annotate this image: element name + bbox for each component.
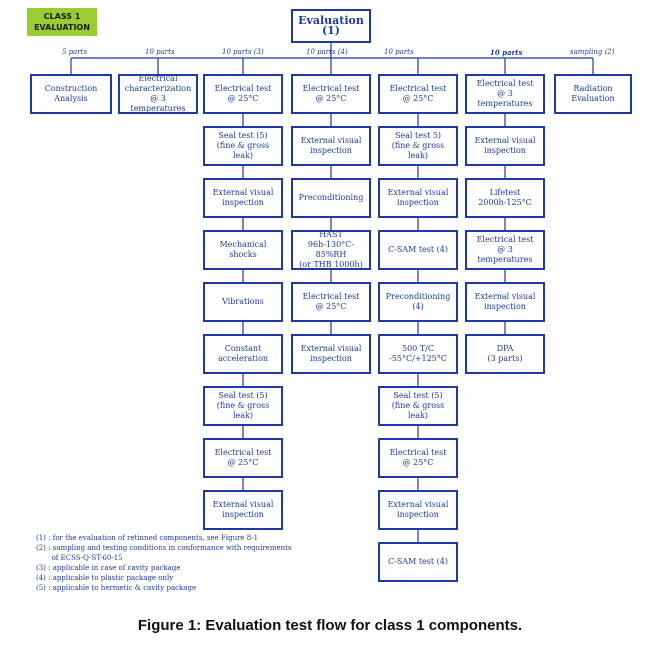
test-box: Lifetest 2000h-125°C [465,178,545,218]
test-box: Preconditioning [291,178,371,218]
test-box: Vibrations [203,282,283,322]
branch-label: 10 parts [384,48,414,56]
test-box-label: Preconditioning [298,193,364,202]
test-box: Electrical test @ 25°C [291,74,371,114]
test-box-label: Electrical test @ 3 temperatures [476,235,534,264]
footnote: (5) : applicable to hermetic & cavity pa… [36,584,197,592]
footnote: of ECSS-Q-ST-60-15 [36,554,123,562]
test-box-label: Electrical test @ 3 temperatures [476,79,534,108]
test-box-label: Construction Analysis [44,84,98,103]
branch-label: 10 parts (3) [222,48,264,56]
test-box: Mechanical shocks [203,230,283,270]
test-box-label: Seal test (5) (fine & gross leak) [216,391,270,420]
test-box: Construction Analysis [30,74,112,114]
test-box: Constant acceleration [203,334,283,374]
test-box: External visual inspection [378,490,458,530]
test-box: Electrical test @ 25°C [378,74,458,114]
test-box-label: Mechanical shocks [219,240,267,259]
test-box-label: Radiation Evaluation [571,84,615,103]
test-box: HAST 96h-130°C-85%RH (or THB 1000h) [291,230,371,270]
test-box: Electrical test @ 25°C [203,74,283,114]
test-box: Seal test 5) (fine & gross leak) [378,126,458,166]
test-box-label: Constant acceleration [217,344,269,363]
test-box: Electrical characterization @ 3 temperat… [118,74,198,114]
test-box: Electrical test @ 25°C [203,438,283,478]
badge-line-1: CLASS 1 [43,12,81,21]
test-box: External visual inspection [291,334,371,374]
test-box-label: External visual inspection [300,136,362,155]
test-box: 500 T/C -55°C/+125°C [378,334,458,374]
test-box: Electrical test @ 25°C [291,282,371,322]
branch-label: 10 parts [145,48,175,56]
footnote: (3) : applicable in case of cavity packa… [36,564,181,572]
branch-label: 10 parts [490,48,523,57]
test-box-label: External visual inspection [387,188,449,207]
test-box-label: Electrical test @ 25°C [214,448,272,467]
test-box: External visual inspection [465,282,545,322]
footnote: (4) : applicable to plastic package only [36,574,174,582]
test-box-label: HAST 96h-130°C-85%RH (or THB 1000h) [299,230,363,269]
root-label: Evaluation (1) [298,14,364,37]
test-box: Seal test (5) (fine & gross leak) [203,386,283,426]
class-badge: CLASS 1 EVALUATION [27,8,97,36]
test-box-label: Preconditioning (4) [385,292,451,311]
test-box: External visual inspection [203,490,283,530]
test-box: Electrical test @ 25°C [378,438,458,478]
footnotes: (1) : for the evaluation of retinned com… [36,533,366,593]
test-box-label: External visual inspection [474,292,536,311]
test-box-label: Lifetest 2000h-125°C [478,188,532,207]
test-box-label: Electrical test @ 25°C [302,84,360,103]
footnote: (2) : sampling and testing conditions in… [36,544,292,552]
test-box: Seal test (5) (fine & gross leak) [203,126,283,166]
test-box-label: External visual inspection [300,344,362,363]
badge-line-2: EVALUATION [34,23,90,32]
test-box: External visual inspection [291,126,371,166]
test-box: External visual inspection [378,178,458,218]
test-box: Radiation Evaluation [554,74,632,114]
test-box: External visual inspection [203,178,283,218]
footnote: (1) : for the evaluation of retinned com… [36,534,259,542]
test-box-label: External visual inspection [474,136,536,155]
test-box-label: DPA (3 parts) [487,344,523,363]
test-box-label: Seal test (5) (fine & gross leak) [391,391,445,420]
test-box-label: Electrical test @ 25°C [214,84,272,103]
test-box: External visual inspection [465,126,545,166]
test-box: Electrical test @ 3 temperatures [465,74,545,114]
test-box-label: Electrical test @ 25°C [302,292,360,311]
test-box-label: Seal test (5) (fine & gross leak) [216,131,270,160]
root-evaluation-box: Evaluation (1) [291,9,371,43]
branch-label: 5 parts [62,48,88,56]
test-box-label: Electrical test @ 25°C [389,448,447,467]
test-box-label: Electrical test @ 25°C [389,84,447,103]
test-box: Electrical test @ 3 temperatures [465,230,545,270]
test-box: Preconditioning (4) [378,282,458,322]
branch-label: 10 parts (4) [306,48,348,56]
test-box-label: C-SAM test (4) [388,557,448,566]
figure-caption: Figure 1: Evaluation test flow for class… [137,617,523,634]
test-box-label: C-SAM test (4) [388,245,448,254]
branch-label: sampling (2) [570,48,615,56]
test-box: C-SAM test (4) [378,542,458,582]
test-box-label: External visual inspection [212,188,274,207]
test-box-label: 500 T/C -55°C/+125°C [389,344,447,363]
test-box-label: Seal test 5) (fine & gross leak) [391,131,445,160]
test-box-label: Electrical characterization @ 3 temperat… [124,74,192,113]
test-box: DPA (3 parts) [465,334,545,374]
test-box-label: External visual inspection [387,500,449,519]
test-box-label: Vibrations [222,297,264,306]
test-box-label: External visual inspection [212,500,274,519]
test-box: C-SAM test (4) [378,230,458,270]
test-box: Seal test (5) (fine & gross leak) [378,386,458,426]
